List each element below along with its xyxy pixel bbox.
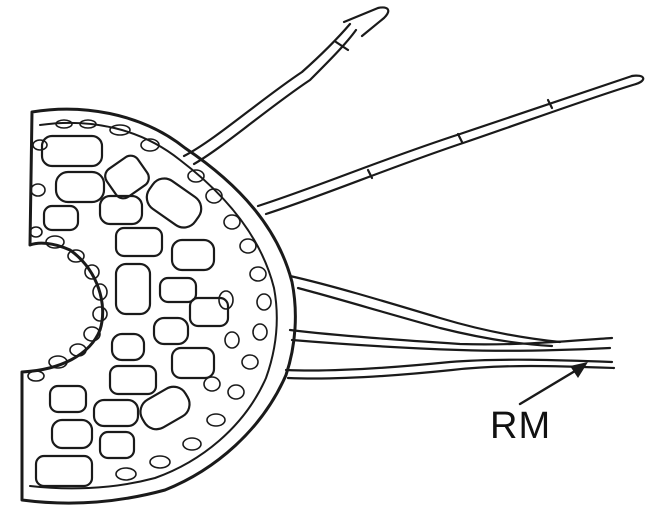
rm-label: RM xyxy=(490,405,551,447)
rm-arrow xyxy=(520,362,588,404)
root-section-outline xyxy=(22,109,295,503)
root-hairs xyxy=(184,7,643,378)
parenchyma-cells xyxy=(36,136,228,486)
